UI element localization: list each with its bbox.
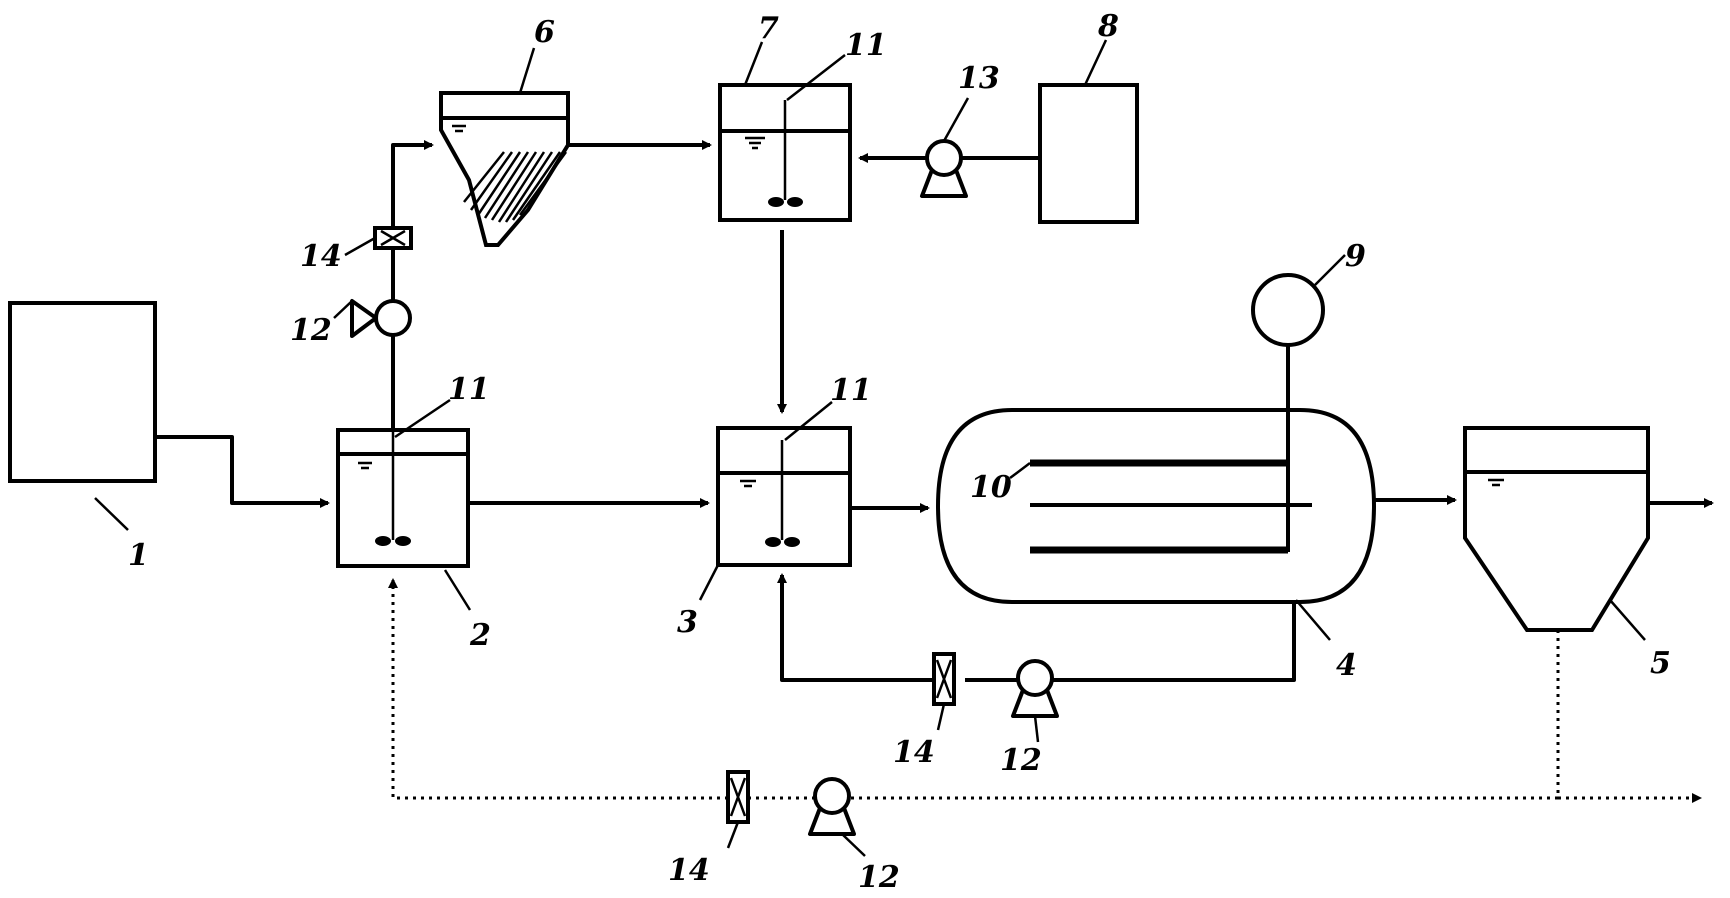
label-14-b: 14 (893, 735, 935, 770)
leader-6 (518, 47, 536, 94)
tank-1 (8, 301, 157, 483)
leader-8 (1083, 39, 1108, 86)
leader-2 (443, 569, 472, 611)
pipe-valve-to-6 (391, 140, 434, 228)
tank-3 (716, 426, 852, 567)
valve-14-lower-mark (729, 777, 747, 817)
leader-1 (94, 497, 129, 531)
tank-3-water-mark (740, 479, 756, 488)
power-source-9 (1251, 273, 1325, 347)
label-14-a: 14 (300, 239, 342, 274)
label-7: 7 (758, 11, 779, 46)
label-13: 13 (958, 61, 1000, 96)
leader-5 (1609, 599, 1646, 641)
pump-12-upper-base (350, 299, 378, 338)
settler-6-plates (463, 151, 568, 223)
pump-12-lower (813, 777, 851, 815)
pipe-recycle-4-to-3 (1052, 602, 1296, 682)
valve-14-middle-mark (935, 659, 953, 699)
leader-10 (1009, 462, 1031, 479)
label-2: 2 (469, 618, 491, 653)
sludge-valve-to-2 (388, 578, 728, 800)
tank-2-water-mark (358, 461, 372, 470)
label-11-b: 11 (845, 28, 887, 63)
label-6: 6 (534, 15, 555, 50)
stirrer-7-blade-right (787, 197, 803, 207)
label-1: 1 (128, 538, 149, 573)
leader-14-c (726, 821, 740, 849)
label-12-b: 12 (1000, 743, 1042, 778)
label-12-c: 12 (858, 860, 900, 895)
leader-12-a (333, 300, 353, 319)
stirrer-2-blade-right (395, 536, 411, 546)
pipe-1-to-2 (155, 435, 330, 508)
label-12-a: 12 (290, 313, 332, 348)
leader-11-c (784, 401, 833, 441)
label-4: 4 (1336, 648, 1357, 683)
label-3: 3 (677, 605, 698, 640)
pipe-valve-to-3 (777, 573, 934, 682)
leader-3 (698, 564, 720, 601)
stirrer-7-blade-left (768, 197, 784, 207)
valve-14-upper-mark (380, 229, 406, 247)
settler-6 (439, 91, 570, 247)
label-10: 10 (970, 470, 1012, 505)
label-9: 9 (1345, 239, 1366, 274)
pump-12-upper (374, 299, 412, 337)
stirrer-3-blade-right (784, 537, 800, 547)
leader-9 (1314, 254, 1346, 286)
label-14-c: 14 (668, 853, 710, 888)
leader-14-a (344, 236, 376, 257)
leader-7 (743, 41, 764, 86)
stirrer-3-blade-left (765, 537, 781, 547)
leader-14-b (936, 703, 946, 731)
pump-13 (925, 139, 963, 177)
label-8: 8 (1097, 9, 1119, 44)
settler-5 (1463, 426, 1650, 632)
label-5: 5 (1650, 646, 1671, 681)
settler-6-water-mark (452, 124, 466, 133)
leader-12-c (841, 833, 866, 857)
label-11-c: 11 (830, 373, 872, 408)
label-11-a: 11 (448, 372, 490, 407)
leader-13 (942, 97, 970, 142)
leader-11-a (394, 398, 451, 439)
pump-13-base (920, 169, 968, 198)
leader-11-b (786, 54, 846, 101)
stirrer-2-blade-left (375, 536, 391, 546)
settler-5-water-mark (1488, 478, 1504, 487)
pump-12-middle (1016, 659, 1054, 697)
pump-12-lower-base (808, 807, 856, 836)
leader-12-b (1033, 715, 1040, 743)
leader-4 (1295, 599, 1331, 641)
tank-7-water-mark (745, 136, 765, 150)
tank-8 (1038, 83, 1139, 224)
